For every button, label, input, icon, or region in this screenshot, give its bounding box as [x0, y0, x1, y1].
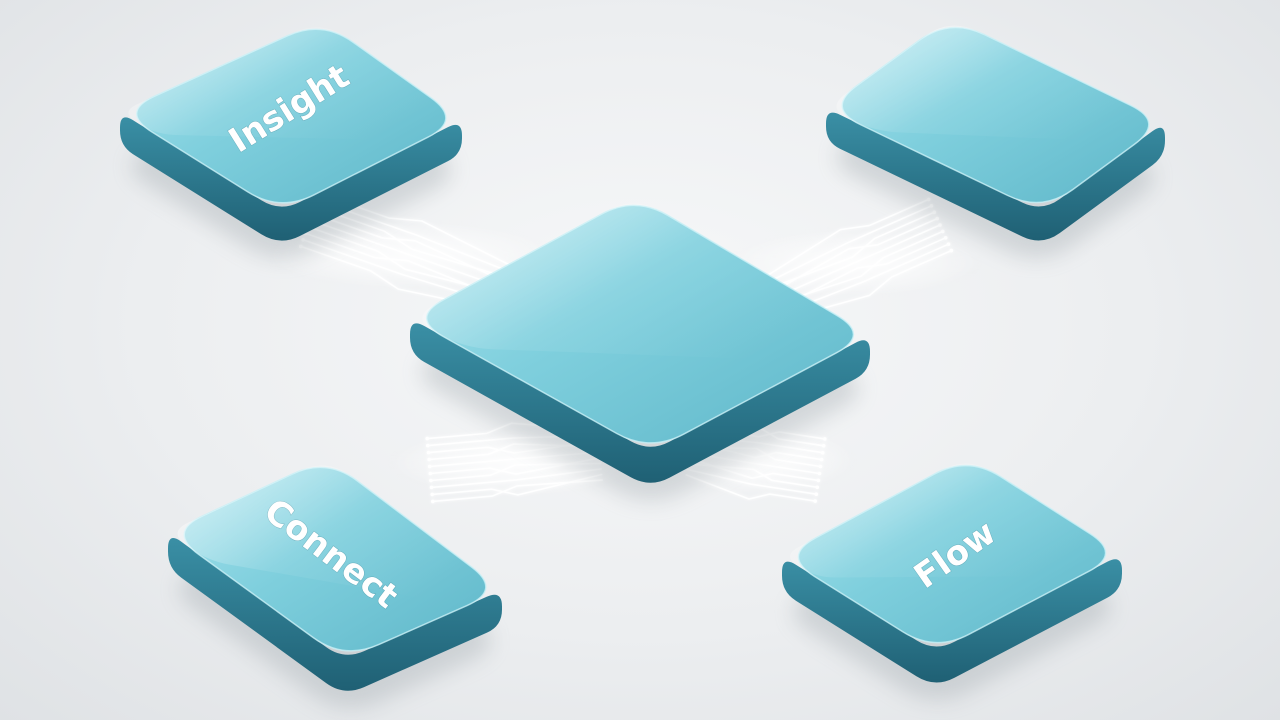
tile-insight: Insight [120, 27, 462, 259]
circuit-node [427, 457, 431, 462]
circuit-line [762, 205, 933, 286]
tile-side [120, 117, 462, 241]
tile-side [826, 112, 1165, 241]
circuit-line [685, 474, 816, 502]
circuit-node [817, 471, 822, 476]
tile-connect: Connect [168, 465, 502, 709]
tile-center [410, 203, 870, 501]
circuit-node [430, 492, 435, 497]
circuit-node [426, 443, 430, 448]
circuit-line [432, 479, 603, 503]
circuit-line [304, 232, 508, 302]
circuit-line [430, 468, 602, 489]
circuit-node [821, 444, 826, 448]
circuit-node [427, 464, 432, 469]
circuit-node [431, 499, 435, 504]
circuit-node [816, 478, 821, 483]
circuit-node [941, 229, 945, 234]
tile-gloss [128, 27, 454, 141]
circuit-node [819, 457, 824, 462]
circuit-line [429, 457, 601, 475]
circuit-node [428, 471, 433, 476]
circuit-line [764, 211, 936, 291]
circuit-line [771, 230, 944, 306]
circuit-node [426, 450, 431, 455]
circuit-node [949, 248, 954, 253]
circuit-node [818, 464, 823, 469]
circuit-line [431, 473, 603, 496]
circuit-line [760, 198, 930, 281]
circuit-node [815, 485, 820, 490]
circuit-node [938, 223, 942, 227]
circuit-line [686, 468, 818, 495]
tile-gloss [422, 203, 859, 361]
circuit-line [430, 462, 602, 482]
tile-gloss [177, 465, 495, 604]
tile-side [168, 538, 502, 691]
circuit-node [813, 499, 817, 503]
circuit-node [429, 478, 433, 483]
circuit-line [773, 237, 947, 311]
circuit-node [429, 485, 434, 490]
circuit-line [306, 225, 509, 297]
circuit-line [302, 239, 506, 307]
tile-gloss [789, 463, 1113, 578]
circuit-node [814, 492, 819, 497]
circuit-line [776, 243, 950, 317]
circuit-node [820, 450, 825, 455]
circuit-line [766, 217, 938, 296]
circuit-node [425, 436, 430, 441]
circuit-node [943, 236, 948, 240]
circuit-line [769, 224, 941, 301]
circuit-node [823, 437, 827, 441]
tile-side [782, 559, 1122, 683]
tile-top-right [826, 25, 1165, 258]
tile-gloss [836, 25, 1159, 142]
circuit-node [935, 216, 939, 221]
circuit-top-right [728, 197, 982, 322]
tile-side [410, 323, 870, 483]
tile-flow: Flow [782, 463, 1122, 701]
circuit-node [946, 242, 951, 246]
